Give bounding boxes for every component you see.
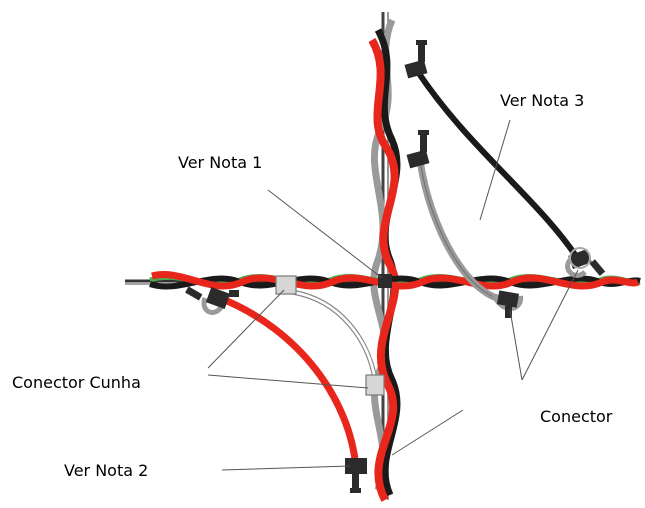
- label-ver-nota-1: Ver Nota 1: [178, 153, 263, 172]
- label-ver-nota-2: Ver Nota 2: [64, 461, 149, 480]
- connector-left: [185, 286, 239, 309]
- connector-right: [568, 247, 606, 277]
- connector-right-lower: [496, 290, 520, 318]
- wedge-connector-left: [275, 275, 297, 295]
- label-ver-nota-3: Ver Nota 3: [500, 91, 585, 110]
- connector-bottom: [345, 458, 367, 493]
- wedge-connector-bottom: [365, 374, 385, 396]
- connector-second: [406, 130, 430, 169]
- leader-lines: [207, 119, 579, 471]
- vertical-conductor-bundle: [368, 12, 401, 502]
- label-conector-cunha: Conector Cunha: [12, 373, 141, 392]
- connector-top: [404, 40, 428, 79]
- label-conector: Conector: [540, 407, 613, 426]
